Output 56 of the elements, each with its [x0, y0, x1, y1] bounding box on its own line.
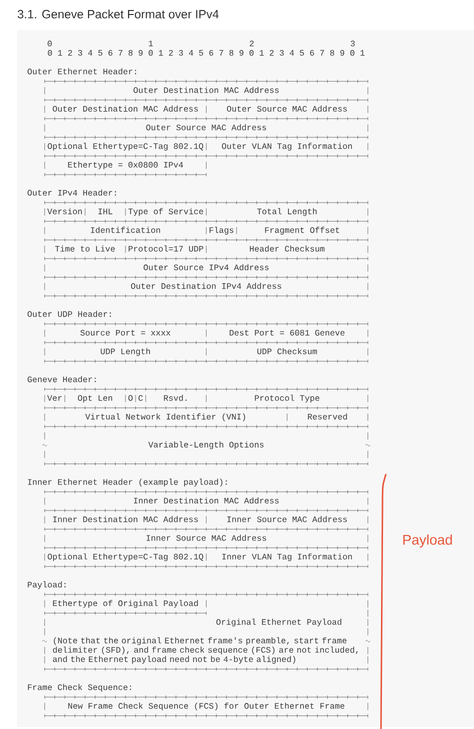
field-label: Flags [210, 226, 234, 235]
bit-numbers: 0 1 2 3 4 5 6 7 8 9 0 1 2 3 4 5 6 7 8 9 0 1 2 3 4 5 6 7 8 9 0 1 [48, 50, 365, 56]
field-label: Outer Source IPv4 Address [144, 264, 269, 270]
field-label: Type of Service [128, 208, 204, 216]
field-label: Protocol=17 UDP [128, 245, 204, 252]
bit-number: 0 [48, 40, 52, 46]
field-label: Identification [91, 226, 160, 233]
field-label: Virtual Network Identifier (VNI) [85, 413, 246, 422]
field-label: Inner VLAN Tag Information [222, 553, 352, 562]
field-label: Outer Source MAC Address [146, 124, 266, 130]
field-label: Optional Ethertype=C-Tag 802.1Q [48, 142, 204, 151]
field-label: Outer Destination MAC Address [134, 86, 279, 94]
field-label: Inner Source MAC Address [227, 516, 347, 522]
field-label: UDP Checksum [257, 348, 317, 354]
field-label: Outer Source MAC Address [227, 106, 347, 112]
field-label: Outer VLAN Tag Information [222, 142, 352, 151]
field-label: Outer Destination IPv4 Address [131, 282, 282, 289]
field-label: Ethertype of Original Payload [53, 600, 198, 608]
field-label: Rsvd. [164, 394, 187, 401]
field-label: Inner Destination MAC Address [53, 516, 198, 522]
section-heading: Payload: [28, 581, 66, 590]
field-label: Ver [47, 395, 62, 401]
field-label: Inner Source MAC Address [146, 534, 266, 541]
field-label: New Frame Check Sequence (FCS) for Outer Ethernet Frame [68, 702, 344, 710]
section-heading: Outer IPv4 Header: [28, 189, 116, 196]
field-label: Ethertype = 0x0800 IPv4 [68, 161, 183, 170]
field-label: C [138, 395, 143, 401]
field-label: Time to Live [55, 245, 115, 252]
field-label: Protocol Type [254, 394, 320, 403]
field-label: Optional Ethertype=C-Tag 802.1Q [48, 553, 204, 562]
field-label: Total Length [257, 208, 317, 216]
field-label: Opt Len [78, 395, 112, 403]
bit-number: 2 [250, 40, 254, 46]
field-label: Outer Destination MAC Address [52, 106, 198, 112]
section-heading: Inner Ethernet Header (example payload): [28, 478, 227, 486]
field-label: Dest Port = 6081 Geneve [230, 330, 344, 336]
section-heading: Outer UDP Header: [28, 310, 111, 317]
field-label: Version [47, 208, 82, 214]
field-label: UDP Length [100, 348, 150, 356]
section-title: 3.1. Geneve Packet Format over IPv4 [18, 10, 219, 18]
section-heading: Geneve Header: [28, 376, 96, 382]
field-label: Source Port = xxxx [80, 330, 170, 336]
field-label: Original Ethernet Payload [216, 618, 342, 626]
field-label: IHL [98, 208, 112, 214]
section-heading: Outer Ethernet Header: [28, 68, 136, 74]
section-heading: Frame Check Sequence: [28, 684, 131, 692]
field-label: Reserved [308, 413, 347, 420]
field-label: Inner Destination MAC Address [134, 497, 279, 504]
field-label: O [128, 395, 133, 401]
field-label: Header Checksum [250, 245, 324, 252]
bracket-label: Payload [403, 534, 452, 548]
field-label: Fragment Offset [265, 226, 340, 235]
note-text: (Note that the original Ethernet frame's preamble, start frame delimiter (SFD), and frame check sequence (FCS) are not included, and the Ethernet payload need not be 4-byte aligned) [52, 637, 358, 664]
bit-number: 3 [350, 40, 355, 46]
field-label: Variable-Length Options [148, 441, 264, 450]
bit-number: 1 [148, 40, 153, 46]
